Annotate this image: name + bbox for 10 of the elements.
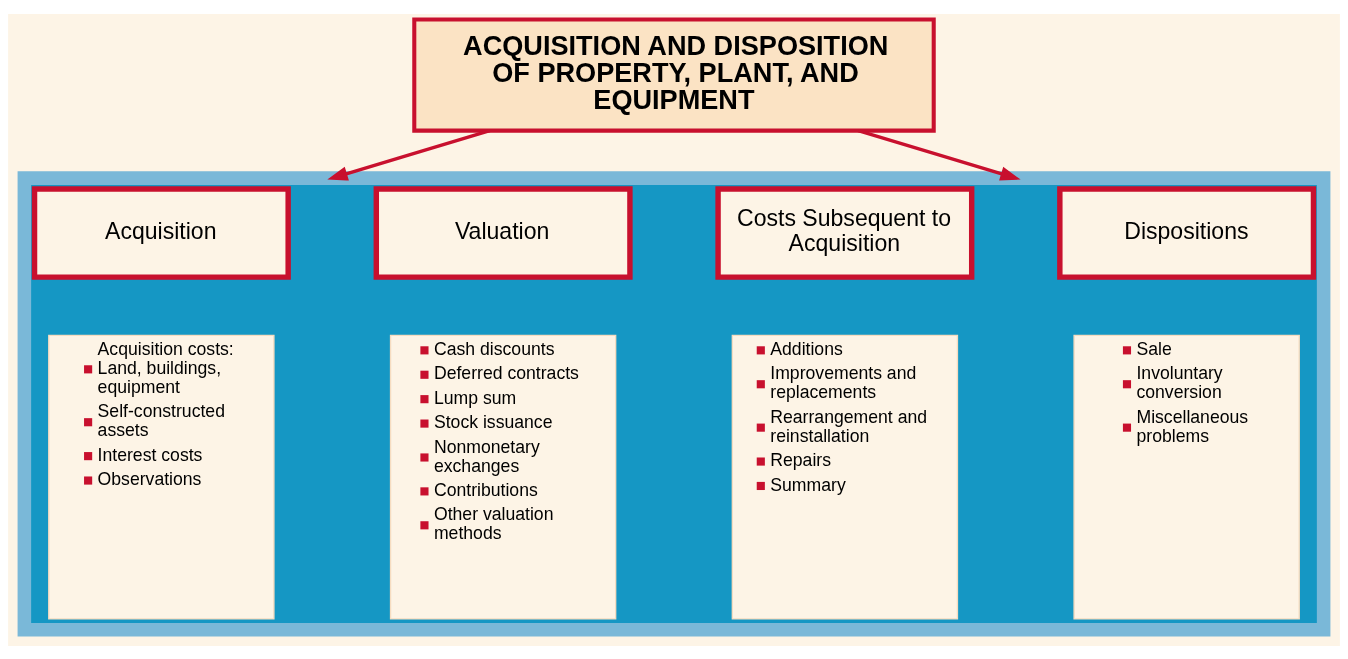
node-box: Sale Involuntary conversion Miscellaneous problems [1073, 334, 1300, 620]
node-box: Additions Improvements and replacements Rearrangement and reinstallation Repairs Summary [731, 334, 959, 620]
node-box: Cash discounts Deferred contracts Lump sum Stock issuance Nonmonetary exchanges Contributions Other valuation methods [389, 334, 617, 620]
cluster [17, 170, 1331, 636]
node-box: Acquisition costs: Land, buildings, equipment Self-constructed assets Interest costs Observations [48, 334, 275, 620]
node-box: Costs Subsequent to Acquisition [715, 185, 975, 280]
node-box: Valuation [373, 185, 633, 280]
node-box: ACQUISITION AND DISPOSITION OF PROPERTY, PLANT, AND EQUIPMENT [412, 16, 936, 133]
node-box: Acquisition [31, 185, 291, 280]
node-box: Dispositions [1057, 185, 1317, 280]
